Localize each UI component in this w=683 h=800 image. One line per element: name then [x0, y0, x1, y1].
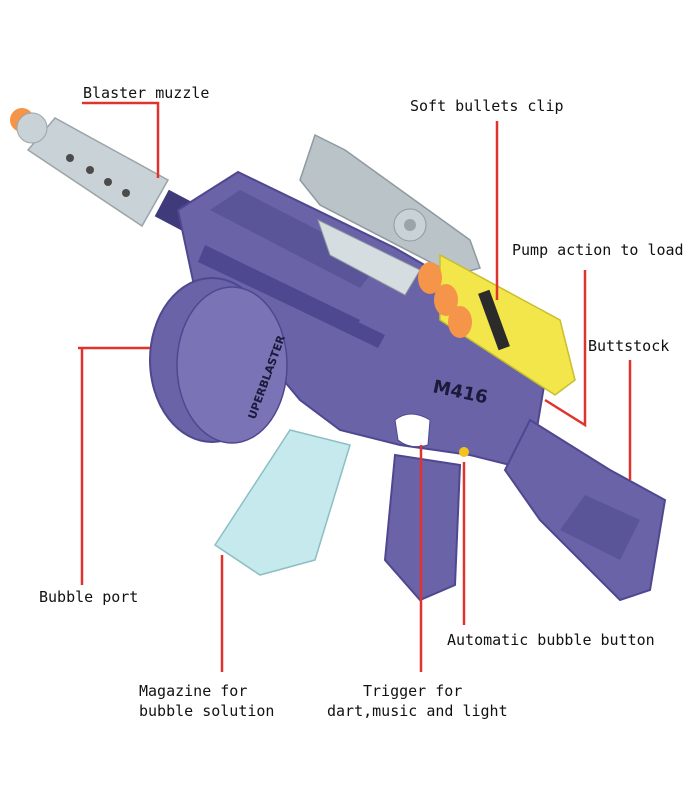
label-blaster-muzzle: Blaster muzzle [83, 84, 210, 102]
blaster-muzzle [10, 108, 196, 231]
leader-lines [78, 101, 632, 672]
leader-pump-action [544, 270, 587, 428]
bubble-drum: UPERBLASTER [149, 277, 288, 444]
label-soft-bullets-clip: Soft bullets clip [410, 97, 564, 115]
label-automatic-bubble-button: Automatic bubble button [447, 631, 655, 649]
leader-blaster-muzzle [82, 101, 160, 178]
magazine [213, 429, 351, 576]
label-trigger-line2: dart,music and light [327, 702, 508, 720]
label-bubble-port: Bubble port [39, 588, 139, 606]
leader-bubble-port [78, 346, 150, 585]
label-magazine-line2: bubble solution [139, 702, 275, 720]
buttstock [503, 418, 667, 602]
label-magazine-line1: Magazine for [139, 682, 248, 700]
label-trigger-line1: Trigger for [363, 682, 463, 700]
scope [299, 133, 481, 296]
label-pump-action: Pump action to load [512, 241, 683, 259]
soft-bullets-clip [418, 253, 576, 396]
pistol-grip [383, 453, 462, 602]
trigger [394, 413, 469, 457]
label-buttstock: Buttstock [588, 337, 670, 355]
